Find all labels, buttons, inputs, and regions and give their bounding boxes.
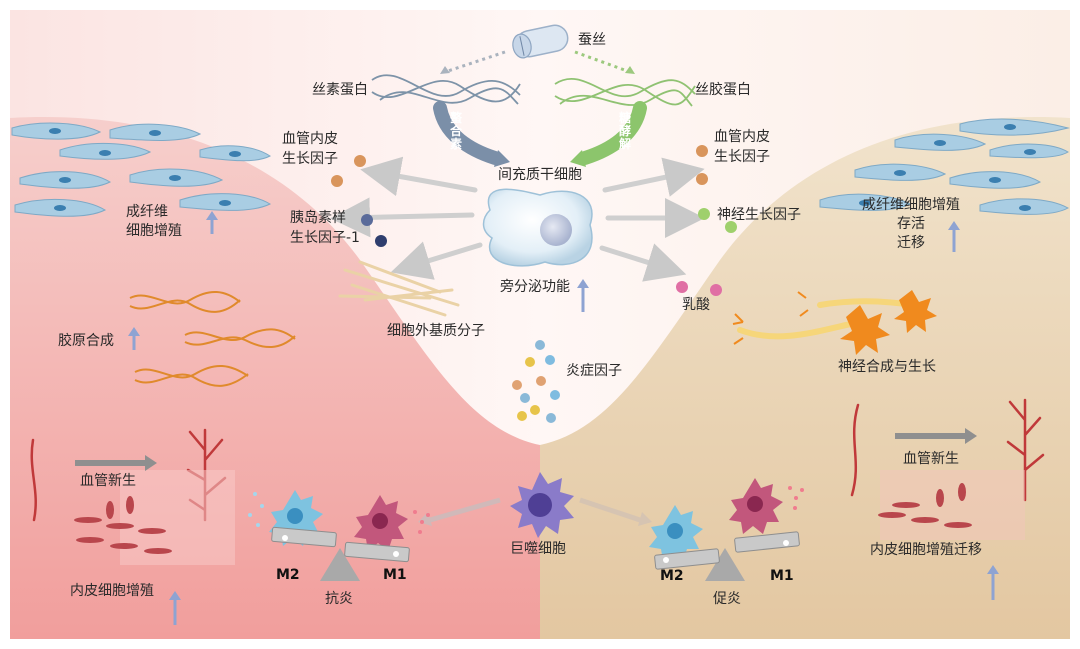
vegf-dot-right-1 <box>696 145 708 157</box>
igf-line1: 胰岛素样 <box>290 210 346 226</box>
igf-dot-left-2 <box>375 235 387 247</box>
collagen-label: 胶原合成 <box>58 333 114 349</box>
left-angiogenesis-label: 血管新生 <box>80 473 136 489</box>
glycolysis-arrow <box>578 101 647 165</box>
mesenchymal-stem-cell-icon <box>482 188 593 267</box>
neurons-icon <box>732 290 937 355</box>
glycolysis-label: 糖酵解 <box>618 111 631 151</box>
silk-label: 蚕丝 <box>578 32 606 48</box>
lactate-label: 乳酸 <box>682 297 710 313</box>
vegf-dot-left-2 <box>331 175 343 187</box>
right-fibroblast-nuclei <box>859 124 1036 211</box>
increase-arrows <box>128 211 999 625</box>
right-vegf-line2: 生长因子 <box>714 149 770 165</box>
chelation-arrow <box>433 101 502 165</box>
chelation-label: 螯合素 <box>449 111 462 151</box>
anti-inflammatory-label: 抗炎 <box>325 591 353 607</box>
left-vegf-line1: 血管内皮 <box>282 131 338 147</box>
ecm-label: 细胞外基质分子 <box>387 323 485 339</box>
right-m1-cell-icon <box>729 478 804 534</box>
right-m1-label: M1 <box>770 568 794 584</box>
right-endothelial-cells-icon <box>878 483 972 528</box>
vegf-dot-right-2 <box>696 173 708 185</box>
ngf-dot-2 <box>725 221 737 233</box>
msc-label: 间充质干细胞 <box>498 167 582 183</box>
ngf-label: 神经生长因子 <box>717 207 801 223</box>
macrophage-label: 巨噬细胞 <box>510 541 566 557</box>
left-m2-label: M2 <box>276 567 300 583</box>
inflammatory-label: 炎症因子 <box>566 363 622 379</box>
cocoon-to-sericin-arrow <box>574 50 631 74</box>
right-vegf-line1: 血管内皮 <box>714 129 770 145</box>
lactate-dot-1 <box>676 281 688 293</box>
macrophage-right-arrow <box>579 497 641 523</box>
right-seesaw-icon <box>654 531 800 581</box>
macrophage-left-arrow <box>429 497 501 523</box>
inflammatory-factor-dots <box>512 340 560 423</box>
igf-line2: 生长因子-1 <box>290 230 360 246</box>
macrophage-icon <box>510 472 574 538</box>
left-vessel-tissue <box>120 470 235 565</box>
nerve-label: 神经合成与生长 <box>838 359 936 375</box>
right-vessels-icon <box>850 398 1045 502</box>
right-m2-label: M2 <box>660 568 684 584</box>
right-fibroblast-line3: 迁移 <box>897 235 925 251</box>
sericin-label: 丝胶蛋白 <box>695 82 751 98</box>
right-region-background <box>540 117 1070 639</box>
pro-inflammatory-label: 促炎 <box>713 591 741 607</box>
right-vessel-tissue <box>880 470 1025 540</box>
right-endothelial-label: 内皮细胞增殖迁移 <box>870 542 982 558</box>
ecm-fibers-icon <box>338 260 460 317</box>
right-angiogenesis-label: 血管新生 <box>903 451 959 467</box>
left-m1-cell-icon <box>354 495 430 551</box>
left-seesaw-icon <box>271 526 410 581</box>
left-vegf-line2: 生长因子 <box>282 151 338 167</box>
right-fibroblast-line2: 存活 <box>897 216 925 232</box>
collagen-helices-icon <box>129 291 296 387</box>
vegf-dot-left-1 <box>354 155 366 167</box>
lactate-dot-2 <box>710 284 722 296</box>
right-m2-cell-icon <box>649 505 703 561</box>
left-endothelial-cells-icon <box>74 496 172 554</box>
left-m1-label: M1 <box>383 567 407 583</box>
left-endothelial-label: 内皮细胞增殖 <box>70 583 154 599</box>
paracrine-label: 旁分泌功能 <box>500 279 570 295</box>
ngf-dot-1 <box>698 208 710 220</box>
igf-dot-left-1 <box>361 214 373 226</box>
fibroin-label: 丝素蛋白 <box>312 82 368 98</box>
left-fibroblast-line2: 细胞增殖 <box>126 223 182 239</box>
right-fibroblast-line1: 成纤维细胞增殖 <box>862 197 960 213</box>
left-fibroblast-line1: 成纤维 <box>126 204 168 220</box>
left-fibroblast-nuclei <box>49 128 241 211</box>
fibroin-fiber-icon <box>371 74 521 105</box>
silk-cocoon-icon <box>512 24 569 59</box>
